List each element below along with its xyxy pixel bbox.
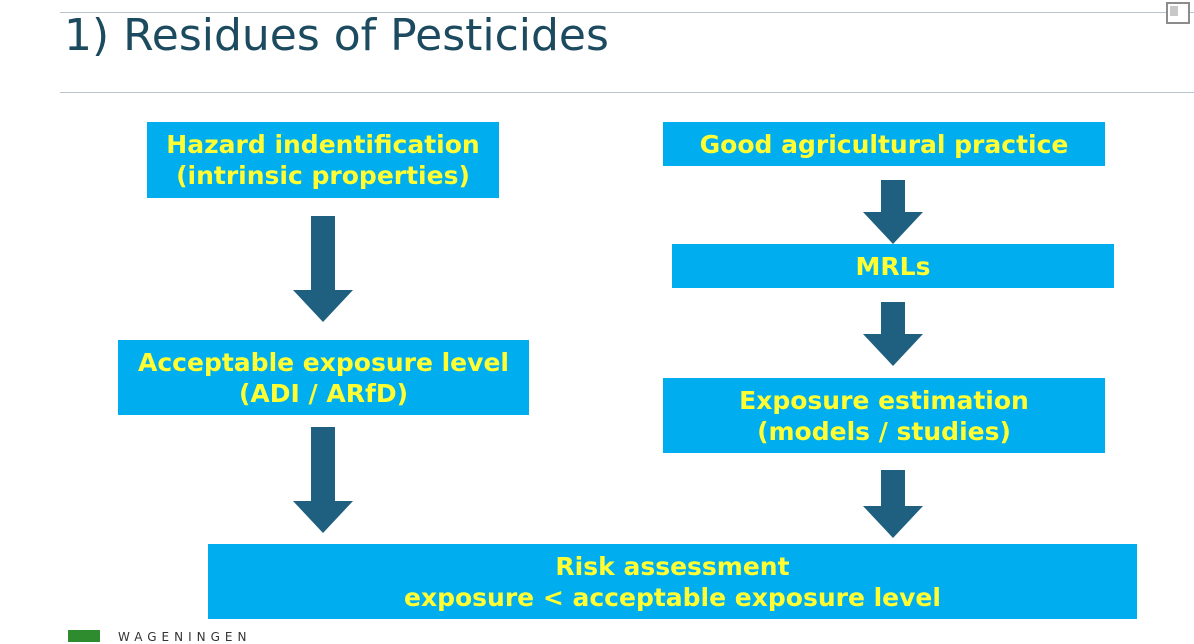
header-rule (60, 12, 1194, 13)
down-arrow-icon (863, 180, 923, 244)
risk-line1: Risk assessment (555, 551, 790, 581)
mrls-box: MRLs (672, 244, 1114, 288)
acceptable-exposure-box: Acceptable exposure level (ADI / ARfD) (118, 340, 529, 415)
risk-line2: exposure < acceptable exposure level (404, 582, 941, 612)
good-agricultural-practice-box: Good agricultural practice (663, 122, 1105, 166)
exposure-estimation-box: Exposure estimation (models / studies) (663, 378, 1105, 453)
down-arrow-icon (293, 427, 353, 533)
wageningen-logo-mark (68, 630, 100, 642)
page-title: 1) Residues of Pesticides (64, 10, 609, 61)
acceptable-line1: Acceptable exposure level (138, 347, 509, 377)
down-arrow-icon (863, 302, 923, 366)
acceptable-line2: (ADI / ARfD) (238, 378, 409, 408)
exposure-line1: Exposure estimation (739, 385, 1029, 415)
window-icon (1166, 2, 1190, 24)
risk-assessment-box: Risk assessment exposure < acceptable ex… (208, 544, 1137, 619)
wageningen-logo-text: WAGENINGEN (118, 630, 252, 644)
hazard-identification-box: Hazard indentification (intrinsic proper… (147, 122, 499, 198)
down-arrow-icon (863, 470, 923, 538)
down-arrow-icon (293, 216, 353, 322)
title-divider (60, 92, 1194, 93)
hazard-line2: (intrinsic properties) (176, 161, 470, 190)
exposure-line2: (models / studies) (757, 416, 1011, 446)
gap-line1: Good agricultural practice (699, 129, 1069, 159)
mrls-line1: MRLs (855, 251, 931, 281)
hazard-line1: Hazard indentification (166, 130, 480, 159)
